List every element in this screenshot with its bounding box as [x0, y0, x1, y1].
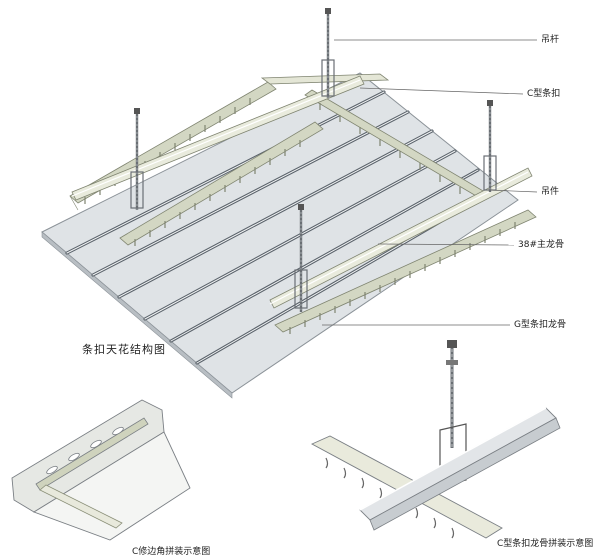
label-g-keel: G型条扣龙骨	[514, 320, 566, 330]
label-c-strip: C型条扣	[527, 89, 561, 99]
main-keel-2	[71, 75, 365, 201]
label-main-keel: 38#主龙骨	[518, 240, 564, 250]
main-keels	[71, 73, 533, 309]
hanger-rod-4	[294, 204, 308, 312]
label-hanger: 吊件	[541, 187, 560, 197]
edge-trim-floor	[32, 431, 191, 541]
keel-assembly-detail	[310, 340, 561, 539]
caption-edge: C修边角拼装示意图	[132, 547, 211, 557]
label-hanger-rod: 吊杆	[541, 35, 560, 45]
hanger-rod-1	[321, 8, 335, 98]
caption-keel: C型条扣龙骨拼装示意图	[497, 539, 594, 549]
main-keel-1	[260, 73, 390, 85]
edge-trim-detail	[11, 399, 191, 541]
g-strip-keels	[69, 81, 537, 334]
main-keel-detail	[359, 407, 557, 521]
hanger-rods	[130, 8, 497, 312]
c-strip-grooves	[65, 90, 502, 365]
edge-trim-strip	[39, 484, 123, 529]
g-keel-3	[274, 209, 537, 333]
ceiling-panel-edge	[41, 231, 233, 399]
caption-main: 条扣天花结构图	[82, 343, 166, 356]
ceiling-assembly	[41, 8, 538, 399]
g-keel-2	[119, 121, 324, 246]
leader-lines	[322, 39, 538, 326]
edge-trim-lip	[35, 417, 149, 491]
hanger-rod-2	[130, 108, 144, 210]
